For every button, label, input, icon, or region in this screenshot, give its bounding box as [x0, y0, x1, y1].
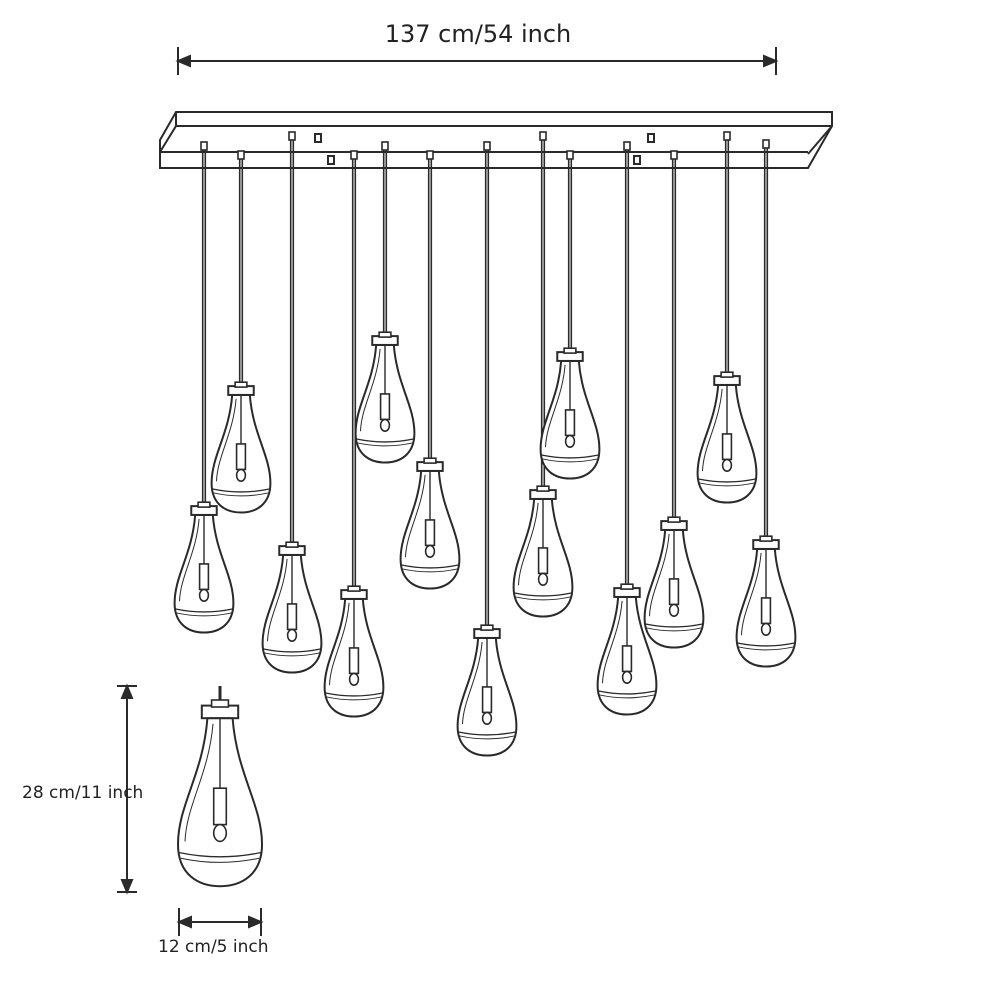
bulb-socket — [621, 645, 633, 673]
bulb-socket — [481, 686, 493, 714]
pendant-12 — [696, 131, 758, 504]
bulb-socket — [760, 597, 772, 625]
mounting-screw-3 — [647, 133, 655, 143]
bulb — [537, 572, 549, 586]
mounting-screw-4 — [633, 155, 641, 165]
bulb — [621, 670, 633, 684]
pendant-3 — [261, 131, 323, 674]
mounting-screw-1 — [314, 133, 322, 143]
bulb-socket — [348, 647, 360, 675]
bulb — [721, 458, 733, 472]
cord-clip — [237, 150, 245, 160]
cord-clip — [670, 150, 678, 160]
frosted-band — [737, 642, 795, 647]
pendant-4 — [323, 150, 385, 718]
frosted-band — [263, 648, 321, 653]
bulb-socket — [286, 603, 298, 631]
bulb-socket — [235, 443, 247, 471]
bulb — [668, 603, 680, 617]
bulb-socket — [721, 433, 733, 461]
mounting-screw-2 — [327, 155, 335, 165]
bulb — [481, 711, 493, 725]
bulb — [760, 622, 772, 636]
pendant-11 — [643, 150, 705, 649]
cord-clip — [200, 141, 208, 151]
detail-pendant-drawing — [176, 686, 264, 888]
frosted-band — [179, 851, 261, 858]
bulb-socket — [537, 547, 549, 575]
pendant-1 — [173, 141, 235, 634]
pendant-7 — [456, 141, 518, 757]
canopy-edges — [159, 112, 833, 155]
cord-clip — [623, 141, 631, 151]
detail-pendant — [176, 686, 264, 888]
frosted-band — [212, 488, 270, 493]
frosted-band — [541, 454, 599, 459]
detail-pendant-shade — [176, 699, 264, 888]
overall-width-dimension — [175, 47, 779, 75]
frosted-band — [458, 731, 516, 736]
cord-clip — [381, 141, 389, 151]
canopy-body — [159, 111, 833, 169]
bulb-socket — [668, 578, 680, 606]
frosted-band — [514, 592, 572, 597]
bulb — [235, 468, 247, 482]
cord-clip — [566, 150, 574, 160]
frosted-band — [325, 692, 383, 697]
pendant-5 — [354, 141, 416, 464]
frosted-band — [175, 608, 233, 613]
pendant-6 — [399, 150, 461, 590]
bulb — [212, 823, 228, 843]
pendant-width-dimension — [176, 908, 264, 936]
pendant-2 — [210, 150, 272, 514]
pendant-13 — [735, 139, 797, 668]
frosted-band — [645, 623, 703, 628]
bulb — [198, 588, 210, 602]
frosted-band — [401, 564, 459, 569]
pendant-10 — [596, 141, 658, 716]
cord-clip — [350, 150, 358, 160]
cord-clip — [723, 131, 731, 141]
bulb-socket — [424, 519, 436, 547]
cord-clip — [426, 150, 434, 160]
frosted-band — [698, 478, 756, 483]
dimension-lines — [117, 47, 779, 936]
bulb — [379, 418, 391, 432]
pendant-height-label: 28 cm/11 inch — [22, 783, 144, 803]
pendant-9 — [539, 150, 601, 480]
cord-clip — [762, 139, 770, 149]
bulb — [564, 434, 576, 448]
pendant-width-label: 12 cm/5 inch — [158, 937, 269, 957]
bulb-socket — [564, 409, 576, 437]
bulb-socket — [379, 393, 391, 421]
bulb — [424, 544, 436, 558]
frosted-band — [598, 690, 656, 695]
ceiling-canopy — [159, 111, 833, 169]
bulb-socket — [212, 787, 228, 826]
cord-clip — [288, 131, 296, 141]
pendant-lights — [173, 131, 797, 757]
bulb — [348, 672, 360, 686]
frosted-band — [356, 438, 414, 443]
pendant-height-dimension — [117, 683, 137, 895]
cord-clip — [483, 141, 491, 151]
cord-clip — [539, 131, 547, 141]
bulb-socket — [198, 563, 210, 591]
overall-width-label: 137 cm/54 inch — [384, 20, 572, 48]
bulb — [286, 628, 298, 642]
